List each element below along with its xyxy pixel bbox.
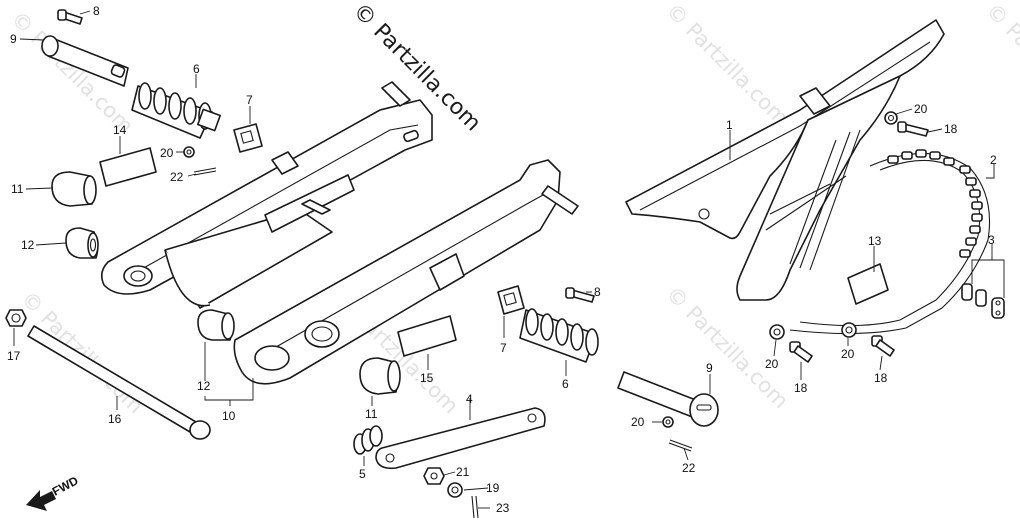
chain-case[interactable] — [625, 19, 945, 301]
bolt-8-right[interactable] — [565, 287, 595, 303]
callout-6: 6 — [193, 62, 200, 76]
callout-6: 6 — [562, 377, 569, 391]
cotter-pin-23[interactable] — [471, 495, 479, 519]
fwd-indicator: FWD — [26, 473, 81, 511]
washer-20-bottom-left[interactable] — [769, 324, 785, 340]
callout-2: 2 — [990, 153, 997, 167]
callout-12: 12 — [21, 238, 35, 252]
nut-21[interactable] — [423, 467, 445, 485]
callout-20: 20 — [631, 415, 645, 429]
washer-20-left[interactable] — [183, 146, 195, 158]
bolt-8[interactable] — [57, 9, 83, 25]
cotter-pin-22-left[interactable] — [193, 167, 217, 176]
fwd-label: FWD — [50, 473, 81, 498]
callout-10: 10 — [222, 409, 236, 423]
washer-19[interactable] — [447, 482, 463, 498]
pivot-bolt-right[interactable] — [617, 371, 719, 427]
callout-18: 18 — [944, 122, 958, 136]
callout-3: 3 — [988, 233, 995, 247]
callout-8: 8 — [93, 4, 100, 18]
bushing-12-right[interactable] — [197, 309, 235, 341]
fwd-arrow-icon — [26, 490, 56, 511]
washer-20-mid[interactable] — [662, 416, 674, 428]
callout-1: 1 — [726, 118, 733, 132]
bushing-12-left[interactable] — [65, 227, 99, 259]
dust-boot-right[interactable] — [519, 308, 599, 363]
callout-17: 17 — [7, 349, 21, 363]
collar-7[interactable] — [233, 123, 263, 153]
cap-11-right[interactable] — [359, 357, 401, 395]
label-14[interactable] — [99, 147, 157, 187]
callout-11: 11 — [11, 182, 24, 196]
dust-boot[interactable] — [131, 82, 221, 139]
callout-7: 7 — [246, 93, 253, 107]
callout-7: 7 — [500, 341, 507, 355]
callout-19: 19 — [486, 481, 500, 495]
washer-20-bottom-right[interactable] — [841, 322, 857, 338]
callout-14: 14 — [113, 123, 127, 137]
bolt-18-top[interactable] — [897, 121, 929, 137]
watermark-faint: © Partzilla.com — [661, 282, 793, 414]
callout-13: 13 — [868, 234, 882, 248]
callout-9: 9 — [706, 361, 713, 375]
callout-9: 9 — [10, 32, 17, 46]
callout-23: 23 — [496, 501, 510, 515]
leader-lines — [13, 10, 1005, 509]
callout-18: 18 — [874, 371, 888, 385]
callout-22: 22 — [682, 461, 696, 475]
callout-21: 21 — [456, 465, 470, 479]
master-link[interactable] — [961, 283, 1005, 319]
brake-stopper-arm[interactable] — [375, 407, 546, 470]
swing-arm[interactable] — [100, 81, 579, 385]
collar-7-right[interactable] — [497, 285, 525, 315]
watermark-faint: © Partzilla.com — [661, 0, 793, 130]
callout-11: 11 — [365, 407, 378, 421]
washer-20-top[interactable] — [884, 111, 898, 125]
callout-15: 15 — [420, 371, 434, 385]
callout-12: 12 — [197, 379, 211, 393]
nut-17[interactable] — [5, 309, 27, 327]
cap-11-left[interactable] — [51, 171, 97, 207]
callout-20: 20 — [160, 146, 174, 160]
bolt-18-bottom-right[interactable] — [871, 335, 895, 357]
drive-chain[interactable] — [789, 149, 991, 335]
rubber-5[interactable] — [353, 425, 383, 455]
callout-4: 4 — [466, 392, 473, 406]
callout-20: 20 — [914, 102, 928, 116]
pivot-shaft[interactable] — [27, 325, 211, 440]
callout-20: 20 — [841, 347, 855, 361]
callout-18: 18 — [794, 381, 808, 395]
callout-22: 22 — [170, 170, 184, 184]
cotter-pin-22-right[interactable] — [668, 439, 693, 452]
label-15[interactable] — [397, 315, 457, 357]
callout-labels: 8 9 6 7 14 20 22 11 12 17 16 12 10 15 11… — [7, 4, 997, 515]
callout-8: 8 — [594, 285, 601, 299]
callout-16: 16 — [108, 412, 122, 426]
callout-20: 20 — [765, 357, 779, 371]
label-13[interactable] — [847, 263, 889, 305]
bolt-18-bottom-left[interactable] — [789, 341, 813, 363]
watermark-faint: © Partzilla.com — [981, 0, 1020, 130]
pivot-bolt[interactable] — [41, 35, 129, 87]
watermark-faint: © Partzilla.com — [16, 287, 148, 419]
callout-5: 5 — [359, 467, 366, 481]
